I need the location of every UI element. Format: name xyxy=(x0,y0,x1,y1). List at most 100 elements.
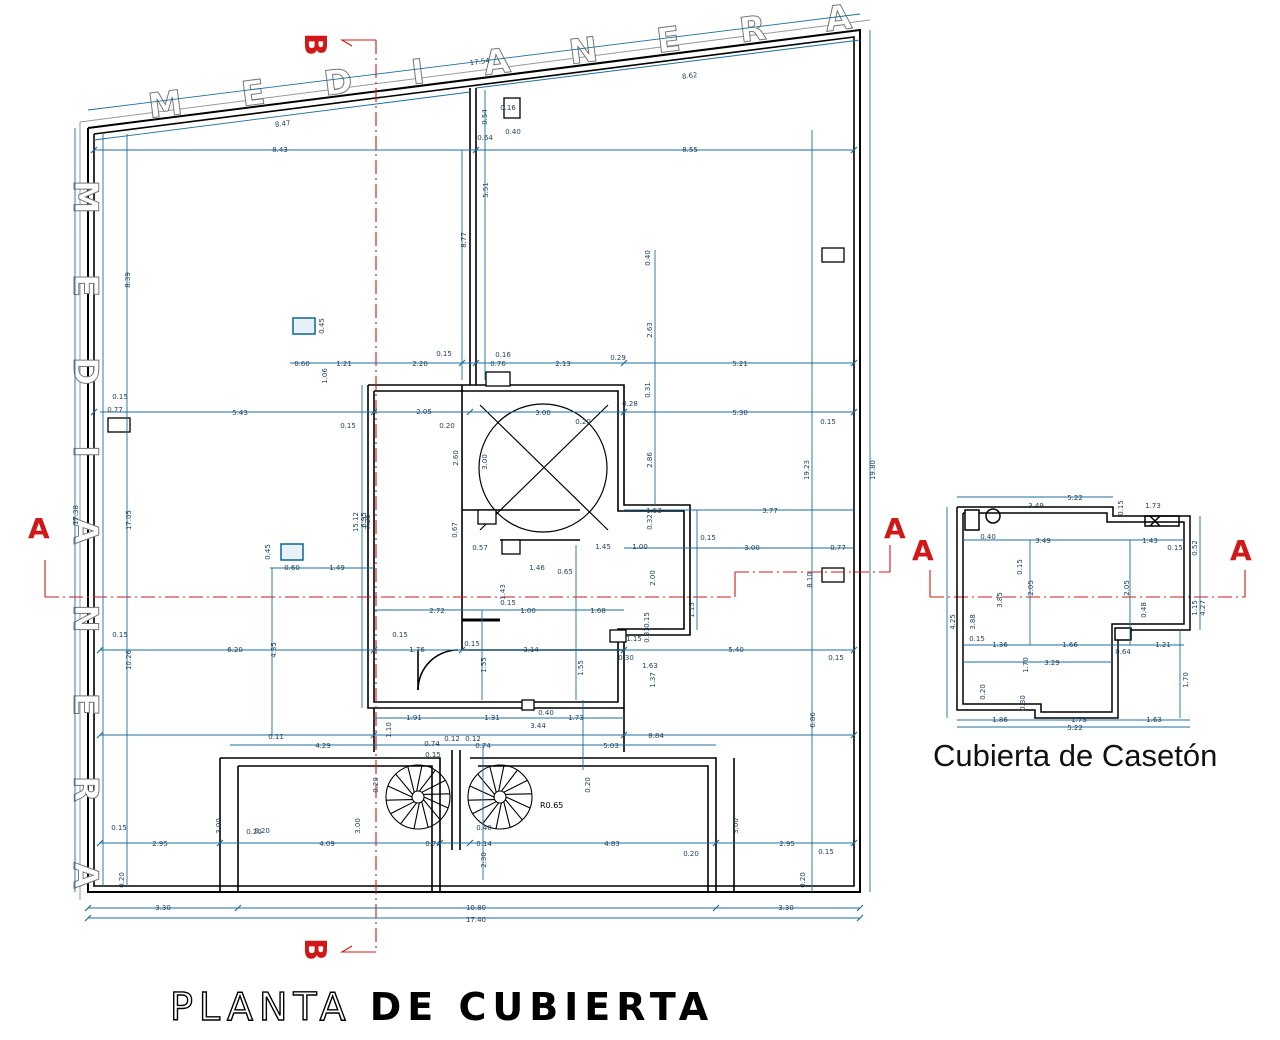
stair-tread xyxy=(423,796,449,809)
dimension-label: 3.00 xyxy=(744,544,760,552)
dimension-label: 0.60 xyxy=(294,360,310,368)
dimension-label: 6.95 xyxy=(360,512,368,528)
dimension-label: 1.73 xyxy=(1145,502,1161,510)
dimension-tick xyxy=(96,839,104,847)
drawing-title: PLANTA DE CUBIERTA xyxy=(169,984,714,1029)
dimension-label: 0.45 xyxy=(264,544,272,560)
dimension-label: 1.00 xyxy=(520,607,536,615)
stair-tread xyxy=(390,801,415,815)
dimension-label: 5.51 xyxy=(482,182,490,198)
section-markers: B B A A A A xyxy=(28,33,1252,961)
dimension-label: 19.80 xyxy=(869,460,877,480)
caseton-walls xyxy=(219,88,735,892)
stair-tread xyxy=(503,779,528,793)
dimension-tick xyxy=(850,646,858,654)
dimension-label: 0.15 xyxy=(425,751,441,759)
stair-tread xyxy=(418,769,436,792)
dimension-label: 0.20 xyxy=(372,777,380,793)
dimension-label: 1.43 xyxy=(1142,537,1158,545)
dimension-tick xyxy=(466,408,474,416)
dimension-label: 0.76 xyxy=(490,360,506,368)
dimension-label: 1.66 xyxy=(1062,641,1078,649)
dimension-label: 0.40 xyxy=(980,533,996,541)
dimension-tick xyxy=(472,359,480,367)
dimension-label: 1.86 xyxy=(992,716,1008,724)
dimension-label: 8.62 xyxy=(682,71,698,81)
svg-text:R0.65: R0.65 xyxy=(540,801,563,810)
stair-tread xyxy=(504,799,523,821)
dimension-label: 0.29 xyxy=(610,354,626,362)
stair-tread xyxy=(421,779,446,793)
dimension-label: 1.37 xyxy=(649,672,657,688)
dimension-label: 3.49 xyxy=(1035,537,1051,545)
dimension-label: 1.46 xyxy=(529,564,545,572)
dimension-label: 0.15 xyxy=(436,350,452,358)
dimension-label: 0.20 xyxy=(118,872,126,888)
vent-boxes xyxy=(280,317,316,561)
dimension-label: 0.45 xyxy=(318,318,326,334)
dimension-label: 1.21 xyxy=(1155,641,1171,649)
stair-tread xyxy=(413,802,420,829)
dimension-label: 8.43 xyxy=(272,146,288,154)
dimension-label: 0.15 xyxy=(464,640,480,648)
svg-text:MEDIANERA: MEDIANERA xyxy=(146,0,913,127)
dimension-label: 0.20 xyxy=(683,850,699,858)
dimension-label: 4.27 xyxy=(1199,600,1207,616)
dimension-label: 0.15 xyxy=(111,824,127,832)
stair-tread xyxy=(495,802,502,829)
dimension-label: 2.30 xyxy=(480,852,488,868)
dimension-label: 2.95 xyxy=(152,840,168,848)
dimension-label: 19.23 xyxy=(803,460,811,480)
stair-tread xyxy=(395,773,414,795)
dimension-tick xyxy=(234,904,242,912)
dimension-label: 8.39 xyxy=(124,272,132,288)
dimension-label: 0.15 xyxy=(969,635,985,643)
dimension-label: 2.05 xyxy=(1027,580,1035,596)
dimension-label: 5.03 xyxy=(603,742,619,750)
dimension-label: 1.70 xyxy=(1182,672,1190,688)
dimension-label: 2.20 xyxy=(412,360,428,368)
dimension-ticks xyxy=(84,146,864,922)
dimension-label: 3.30 xyxy=(155,904,171,912)
stair-tread xyxy=(489,766,497,793)
dimension-label: 17.40 xyxy=(466,916,486,924)
dimension-tick xyxy=(216,839,224,847)
dimension-label: 0.15 xyxy=(820,418,836,426)
dimension-label: 1.73 xyxy=(1071,716,1087,724)
dimension-label: 4.25 xyxy=(949,614,957,630)
dimension-tick xyxy=(712,839,720,847)
dimension-label: 1.15 xyxy=(688,602,696,618)
dimension-tick xyxy=(370,408,378,416)
dimension-tick xyxy=(370,646,378,654)
dimension-label: 1.91 xyxy=(406,714,422,722)
spiral-stairs: R0.65 xyxy=(385,764,563,830)
dimension-label: 3.00 xyxy=(215,818,223,834)
roof-drains xyxy=(107,97,845,711)
dimension-label: 0.20 xyxy=(575,418,591,426)
dimension-label: 0.16 xyxy=(500,104,516,112)
dimension-tick xyxy=(620,646,628,654)
dimension-label: 10.26 xyxy=(125,649,133,670)
dimension-label: 0.15 xyxy=(340,422,356,430)
dimension-label: 0.52 xyxy=(1191,540,1199,556)
dimension-label: 2.60 xyxy=(452,450,460,466)
dimension-label: 3.14 xyxy=(523,646,539,654)
dimension-label: 3.00 xyxy=(732,818,740,834)
dimension-label: 0.11 xyxy=(268,733,284,741)
dimension-label: 0.30 xyxy=(1019,695,1027,711)
dimension-label: 1.49 xyxy=(329,564,345,572)
stair-tread xyxy=(386,799,413,801)
dimension-label: 0.20 xyxy=(979,684,987,700)
dimension-label: 0.15 xyxy=(643,612,651,628)
dimension-label: 8.84 xyxy=(648,732,664,740)
dimension-label: 1.73 xyxy=(568,714,584,722)
section-a-inset-right-label: A xyxy=(1230,534,1252,567)
dimension-label: 0.30 xyxy=(618,654,634,662)
dimension-tick xyxy=(84,914,92,922)
dimension-label: 0.31 xyxy=(644,382,652,398)
dimension-label: 0.77 xyxy=(830,544,846,552)
dimension-tick xyxy=(90,146,98,154)
dimension-label: 3.29 xyxy=(1044,659,1060,667)
dimension-label: 5.21 xyxy=(732,360,748,368)
